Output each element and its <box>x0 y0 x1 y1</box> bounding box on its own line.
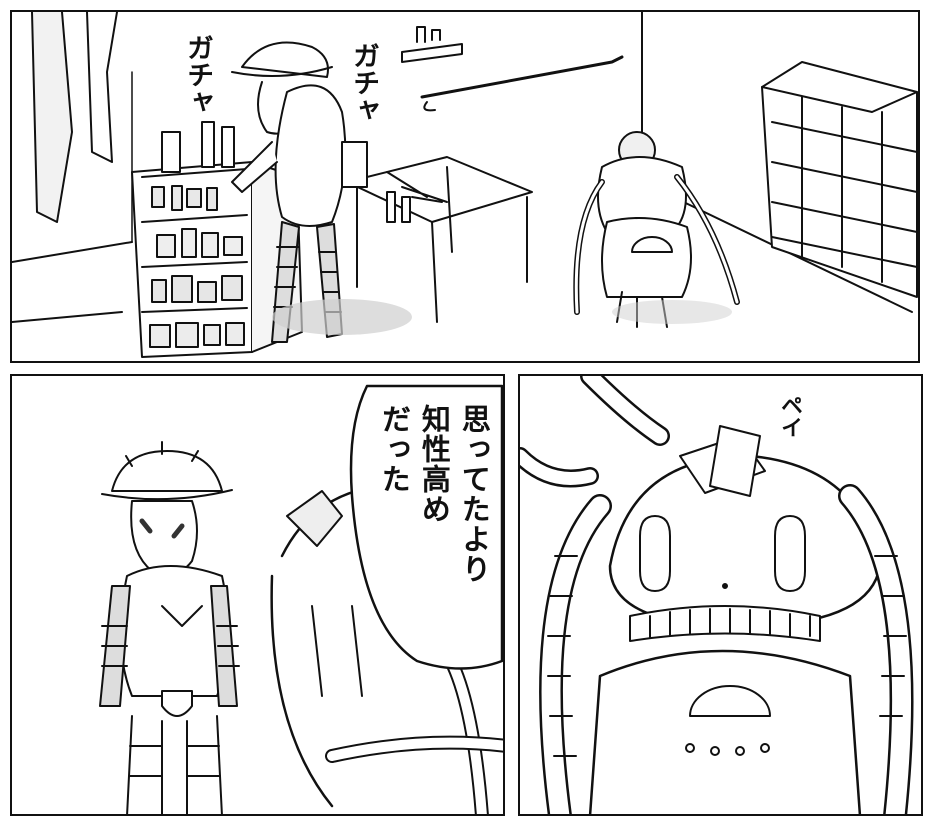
dialogue-line-1: 思ってたより <box>457 404 492 584</box>
panel-2-helmet-robot: 思ってたより 知性高め だった <box>10 374 505 816</box>
sfx-gacha-left: ガチャ <box>182 34 213 115</box>
robot-bandage-drawing <box>520 376 914 814</box>
panel-3-robot-bandage: ペイ <box>518 374 923 816</box>
panel-1-room-scene: ガチャ ガチャ <box>10 10 920 363</box>
dialogue-line-2: 知性高め <box>417 404 452 524</box>
sfx-gacha-right: ガチャ <box>348 42 379 123</box>
sfx-pei: ペイ <box>777 394 802 438</box>
room-scene-drawing <box>12 12 918 358</box>
helmet-robot-drawing <box>99 384 503 814</box>
dialogue-line-3: だった <box>377 404 412 494</box>
